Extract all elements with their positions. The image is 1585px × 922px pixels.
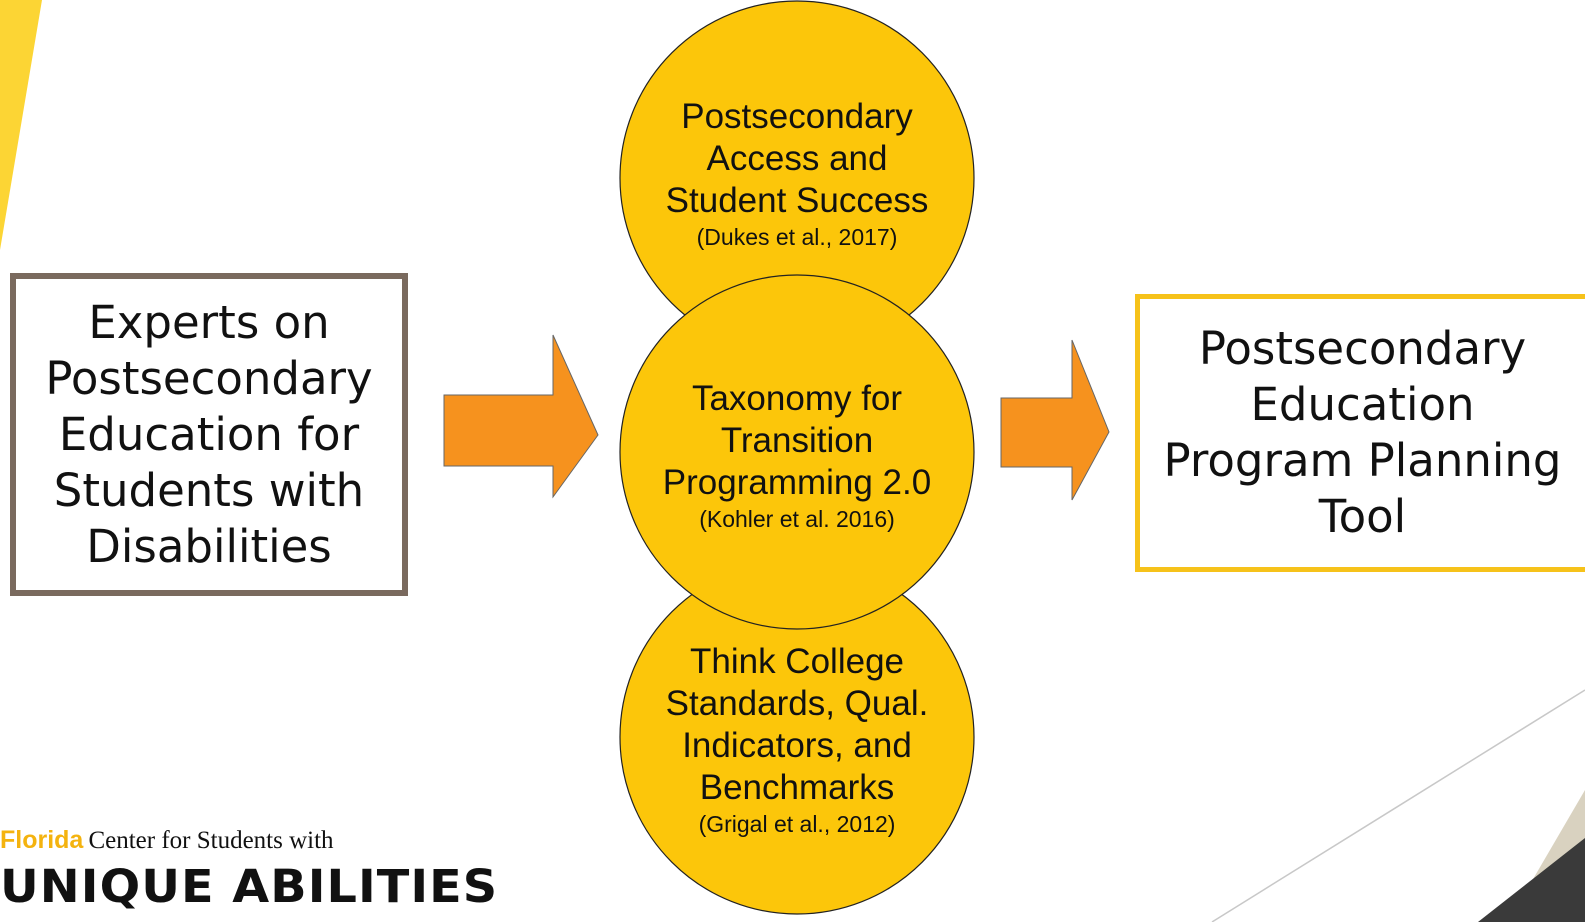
logo-line1: Florida Center for Students with	[0, 826, 334, 855]
circle-think-college-title: Think College Standards, Qual. Indicator…	[665, 642, 929, 807]
circle-postsecondary-access-title: Postsecondary Access and Student Success	[665, 97, 929, 220]
circle-taxonomy-citation: (Kohler et al. 2016)	[699, 506, 895, 532]
arrow-left-to-circles	[443, 334, 599, 499]
circle-think-college-citation: (Grigal et al., 2012)	[698, 811, 896, 837]
planning-tool-box: Postsecondary Education Program Planning…	[1135, 294, 1585, 572]
circle-think-college-label: Think College Standards, Qual. Indicator…	[620, 641, 974, 839]
circle-taxonomy-title: Taxonomy for Transition Programming 2.0	[662, 379, 932, 502]
decorative-diagonal-line	[1211, 689, 1585, 922]
planning-tool-box-text: Postsecondary Education Program Planning…	[1163, 322, 1562, 543]
experts-box-text: Experts on Postsecondary Education for S…	[45, 295, 373, 573]
logo-brand: Florida	[0, 826, 84, 854]
arrow-circles-to-right	[1000, 339, 1110, 501]
circle-taxonomy-label: Taxonomy for Transition Programming 2.0 …	[620, 378, 974, 534]
fcsua-logo: Florida Center for Students with UNIQUE …	[0, 826, 497, 922]
logo-tagline: Center for Students with	[88, 827, 334, 854]
corner-dark-panel	[1478, 838, 1585, 922]
yellow-accent-band	[0, 0, 42, 250]
logo-wordmark: UNIQUE ABILITIES	[0, 860, 499, 913]
circle-postsecondary-access-label: Postsecondary Access and Student Success…	[620, 96, 974, 252]
experts-box: Experts on Postsecondary Education for S…	[10, 273, 408, 596]
circle-taxonomy	[619, 274, 975, 630]
circle-postsecondary-access-citation: (Dukes et al., 2017)	[696, 224, 898, 250]
